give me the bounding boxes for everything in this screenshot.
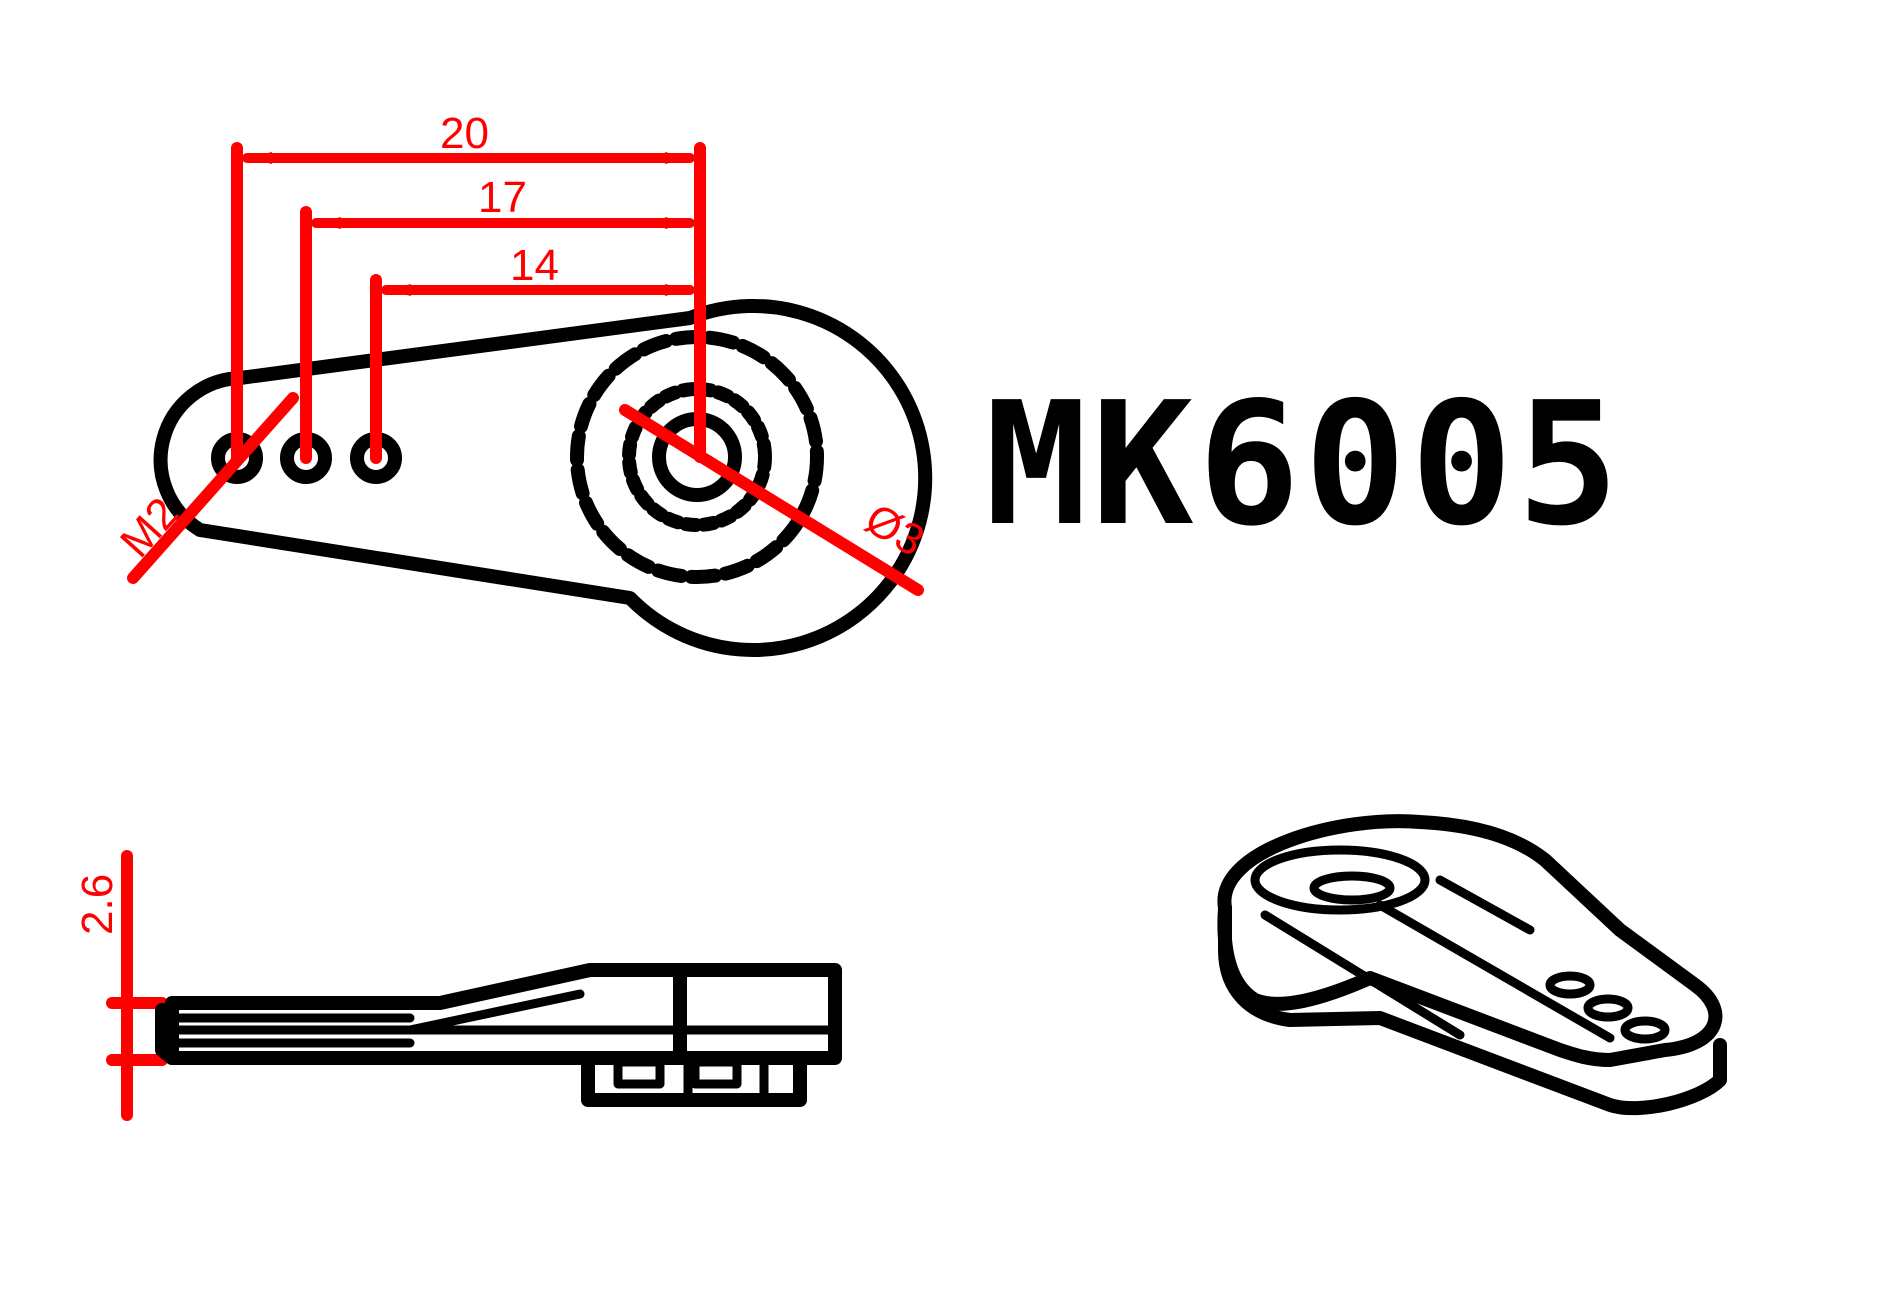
arm-outline — [153, 298, 933, 657]
side-view — [155, 963, 842, 1107]
part-number: MK6005 — [985, 366, 1623, 564]
isometric-view — [1217, 814, 1727, 1116]
dim-label-thickness: 2.6 — [73, 874, 122, 935]
dim-label-20: 20 — [440, 109, 489, 158]
dim-label-14: 14 — [510, 241, 559, 290]
top-view — [153, 298, 933, 657]
dim-label-17: 17 — [478, 173, 527, 222]
dimension-annotations — [106, 142, 924, 1121]
